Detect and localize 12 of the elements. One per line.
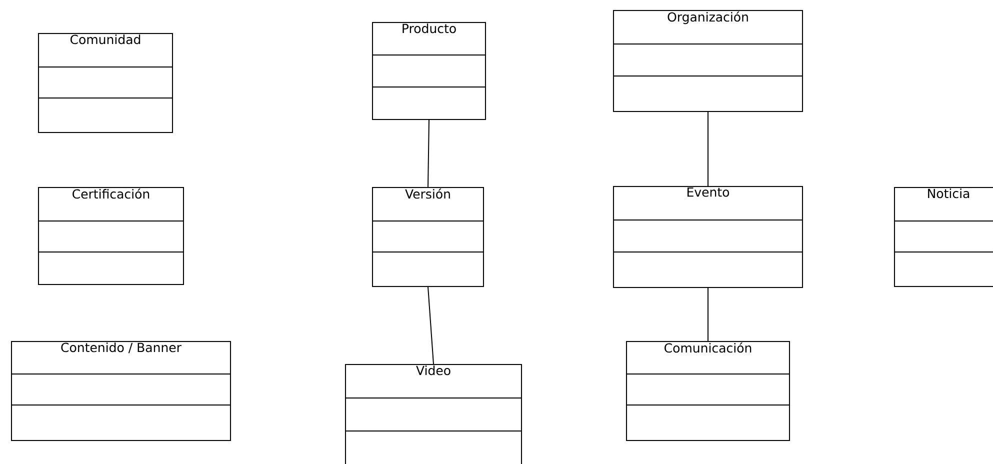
- class-box: Comunidad: [38, 33, 173, 133]
- class-box: Noticia: [894, 187, 993, 287]
- connector-line: [428, 120, 430, 188]
- class-box: Organización: [612, 10, 803, 112]
- class-box: Evento: [612, 186, 803, 288]
- connector-line: [428, 286, 434, 364]
- class-box: Versión: [372, 187, 484, 287]
- class-box: Comunicación: [626, 341, 790, 441]
- class-box: Contenido / Banner: [10, 341, 231, 441]
- class-box: Certificación: [38, 187, 184, 285]
- class-box: Video: [344, 364, 522, 464]
- class-box: Producto: [372, 22, 486, 120]
